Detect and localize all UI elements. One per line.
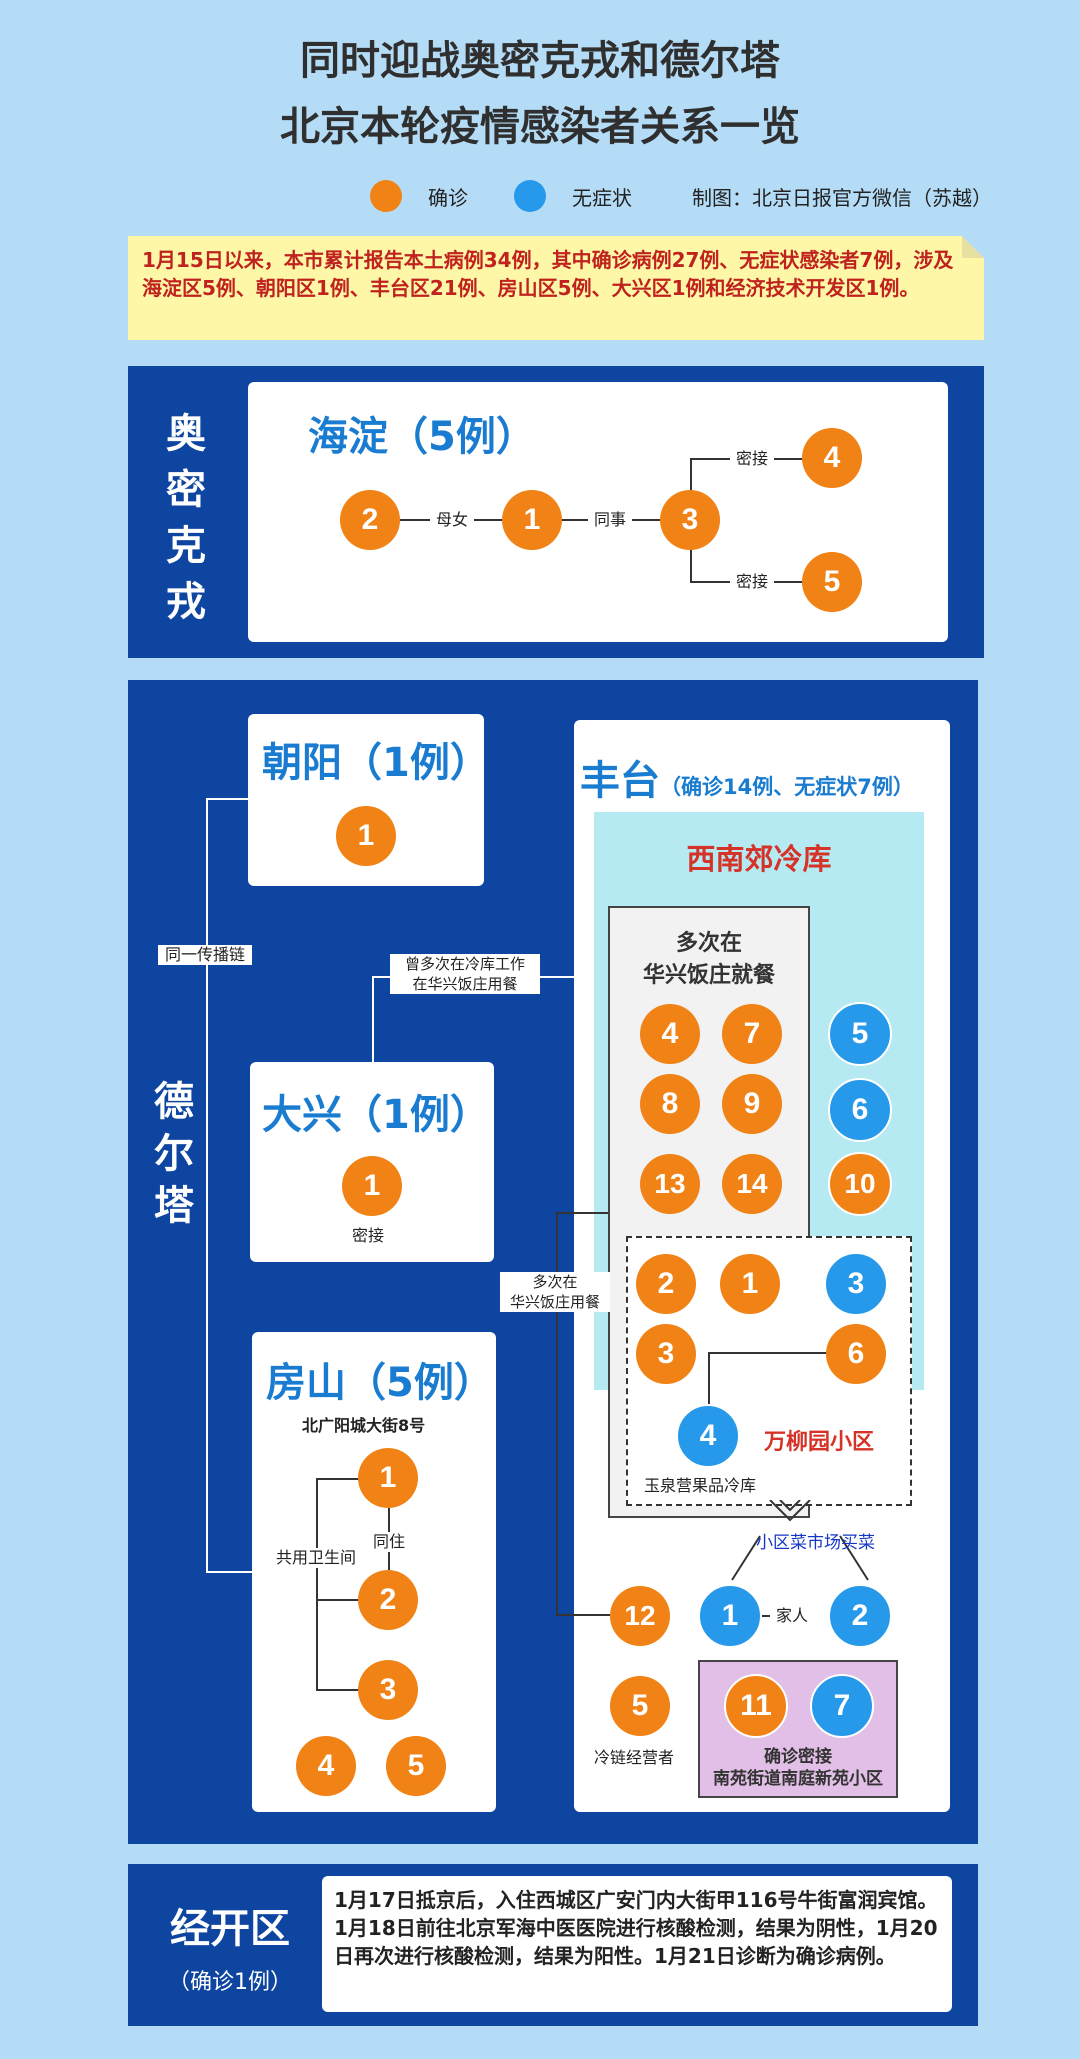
daxing-link-line2: 在华兴饭庄用餐 <box>412 975 518 993</box>
nanyuan-line2: 南苑街道南庭新苑小区 <box>713 1769 883 1789</box>
market-asym-1: 1 <box>698 1584 762 1648</box>
daxing-case-1: 1 <box>342 1156 402 1216</box>
fengtai-case-5: 5 <box>610 1676 670 1736</box>
live-together-label: 同住 <box>370 1532 408 1552</box>
wanliuyuan-case-3: 3 <box>636 1324 696 1384</box>
title-line-1: 同时迎战奥密克戎和德尔塔 <box>300 38 780 84</box>
wanliuyuan-case-6: 6 <box>826 1324 886 1384</box>
fangshan-title: 房山（5例） <box>266 1360 494 1406</box>
fangshan-case-4: 4 <box>296 1736 356 1796</box>
legend: 确诊 无症状 制图：北京日报官方微信（苏越） <box>370 180 992 212</box>
summary-note: 1月15日以来，本市累计报告本土病例34例，其中确诊病例27例、无症状感染者7例… <box>128 236 984 340</box>
econ-zone-text: 1月17日抵京后，入住西城区广安门内大街甲116号牛街富润宾馆。1月18日前往北… <box>322 1876 952 2012</box>
cold-chain-label: 冷链经营者 <box>594 1748 675 1767</box>
huaxing-link-line1: 多次在 <box>532 1273 578 1291</box>
nanyuan-label: 确诊密接 南苑街道南庭新苑小区 <box>698 1746 898 1790</box>
daxing-title: 大兴（1例） <box>262 1092 490 1138</box>
haidian-case-1: 1 <box>502 490 562 550</box>
fangshan-case-2: 2 <box>358 1570 418 1630</box>
fangshan-case-3: 3 <box>358 1660 418 1720</box>
rel-close-contact-5: 密接 <box>730 572 774 592</box>
huaxing-line1: 多次在 <box>675 931 742 956</box>
fengtai-subtitle: （确诊14例、无症状7例） <box>660 775 914 799</box>
fangshan-case-5: 5 <box>386 1736 446 1796</box>
fengtai-case-8: 8 <box>640 1074 700 1134</box>
wanliuyuan-asym-4: 4 <box>676 1404 740 1468</box>
chain-label: 同一传播链 <box>158 945 252 965</box>
legend-confirmed: 确诊 <box>428 185 468 210</box>
fengtai-case-10: 10 <box>828 1152 892 1216</box>
fengtai-case-12: 12 <box>610 1586 670 1646</box>
econ-zone-title: 经开区 <box>170 1906 290 1952</box>
daxing-link-line1: 曾多次在冷库工作 <box>404 955 525 973</box>
wanliuyuan-case-1: 1 <box>720 1254 780 1314</box>
rel-colleague: 同事 <box>588 510 632 530</box>
haidian-case-3: 3 <box>660 490 720 550</box>
yuquanying-label: 玉泉营果品冷库 <box>644 1476 757 1495</box>
huaxing-line2: 华兴饭庄就餐 <box>642 963 775 988</box>
huaxing-link-line2: 华兴饭庄用餐 <box>509 1293 600 1311</box>
haidian-title: 海淀（5例） <box>308 414 536 460</box>
nanyuan-line1: 确诊密接 <box>764 1747 832 1767</box>
fangshan-case-1: 1 <box>358 1448 418 1508</box>
nanyuan-case-11: 11 <box>724 1674 788 1738</box>
credit: 制图：北京日报官方微信（苏越） <box>692 185 992 210</box>
shared-toilet-label: 共用卫生间 <box>268 1548 364 1568</box>
huaxing-label: 多次在 华兴饭庄就餐 <box>608 928 810 992</box>
fengtai-case-9: 9 <box>722 1074 782 1134</box>
fengtai-case-7: 7 <box>722 1004 782 1064</box>
haidian-case-5: 5 <box>802 552 862 612</box>
fengtai-asym-6: 6 <box>828 1078 892 1142</box>
wanliuyuan-asym-3: 3 <box>824 1252 888 1316</box>
fengtai-case-14: 14 <box>722 1154 782 1214</box>
asymptomatic-legend-icon <box>514 180 546 212</box>
econ-zone-subtitle: （确诊1例） <box>168 1970 292 1995</box>
huaxing-link-label: 多次在 华兴饭庄用餐 <box>500 1272 610 1312</box>
legend-asymptomatic: 无症状 <box>572 185 632 210</box>
wanliuyuan-label: 万柳园小区 <box>764 1430 875 1455</box>
fengtai-case-13: 13 <box>640 1154 700 1214</box>
haidian-case-2: 2 <box>340 490 400 550</box>
rel-close-contact-4: 密接 <box>730 449 774 469</box>
market-label: 小区菜市场买菜 <box>756 1533 875 1553</box>
haidian-case-4: 4 <box>802 428 862 488</box>
daxing-link-label: 曾多次在冷库工作 在华兴饭庄用餐 <box>390 954 540 994</box>
delta-label: 德尔塔 <box>154 1079 194 1229</box>
rel-mother-daughter: 母女 <box>430 510 474 530</box>
daxing-caption: 密接 <box>352 1226 385 1245</box>
fengtai-header: 丰台（确诊14例、无症状7例） <box>580 748 914 806</box>
xinanjiao-title: 西南郊冷库 <box>686 842 832 876</box>
market-lines <box>731 1500 869 1581</box>
fengtai-case-4: 4 <box>640 1004 700 1064</box>
chaoyang-case-1: 1 <box>336 806 396 866</box>
fengtai-asym-5: 5 <box>828 1002 892 1066</box>
market-asym-2: 2 <box>828 1584 892 1648</box>
title-line-2: 北京本轮疫情感染者关系一览 <box>280 104 800 150</box>
family-label: 家人 <box>770 1606 814 1626</box>
chaoyang-title: 朝阳（1例） <box>262 740 490 786</box>
nanyuan-asym-7: 7 <box>810 1674 874 1738</box>
confirmed-legend-icon <box>370 180 402 212</box>
omicron-label: 奥密克戎 <box>166 411 206 625</box>
fengtai-title: 丰台 <box>580 758 660 804</box>
wanliuyuan-case-2: 2 <box>636 1254 696 1314</box>
fangshan-subtitle: 北广阳城大街8号 <box>302 1416 426 1435</box>
